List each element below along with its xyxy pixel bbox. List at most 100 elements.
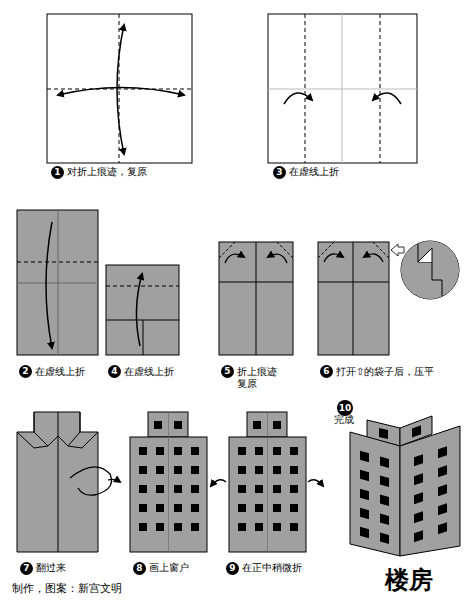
center-crease [267,412,268,552]
step-caption: 在正中稍微折 [242,562,302,574]
window [438,446,447,458]
window [255,504,263,512]
step-9-fold-arrows [211,480,323,486]
finished-building [350,416,460,556]
step-caption: 翻过来 [36,562,66,574]
window [438,484,447,496]
callout-number: 10 [337,400,353,416]
window [255,447,263,455]
callout-number: 7 [20,562,33,575]
window [253,421,261,429]
window [238,485,246,493]
window [379,428,388,439]
step-3-sheet [268,14,417,163]
window [414,511,423,523]
title: 楼房 [385,566,433,594]
window [360,489,369,501]
window [380,513,389,525]
step-4-sheet [106,265,179,355]
window [191,523,199,531]
step-9-building [229,412,306,552]
window [156,485,164,493]
credit-note: 制作，图案：新宫文明 [12,582,122,595]
window [273,447,281,455]
step-2-sheet [17,210,98,355]
callout-number: 5 [221,365,234,378]
window [191,504,199,512]
window [414,473,423,485]
window [380,456,389,468]
window [139,466,147,474]
callout-number: 3 [273,166,286,179]
window [191,485,199,493]
window [412,425,421,437]
step-6-sheet [318,240,460,355]
tower-block [148,412,188,437]
window [438,522,447,534]
callout-number: 4 [108,365,121,378]
window [191,466,199,474]
step-caption: 在虚线上折 [35,366,85,378]
window [156,523,164,531]
step-5-sheet [219,242,293,355]
window [380,532,389,544]
window [360,527,369,539]
center-crease [168,412,169,552]
window [191,447,199,455]
window [290,485,298,493]
window [380,494,389,506]
step-caption: 画上窗户 [149,562,189,574]
window [156,466,164,474]
window [380,475,389,487]
window [238,504,246,512]
window [438,465,447,477]
window [273,466,281,474]
window [273,523,281,531]
window [273,504,281,512]
window [139,523,147,531]
window [273,421,281,429]
window [139,447,147,455]
window [290,504,298,512]
step-caption: 折上痕迹 复原 [237,366,283,390]
step-caption: 在虚线上折 [289,166,339,178]
step-7-sheet [17,412,120,552]
window [238,447,246,455]
callout-number: 9 [226,562,239,575]
window [255,485,263,493]
step-caption: 在虚线上折 [124,366,174,378]
window [174,466,182,474]
window [414,530,423,542]
window [139,485,147,493]
window [414,492,423,504]
window [360,470,369,482]
callout-number: 6 [320,365,333,378]
window [290,466,298,474]
window [154,421,162,429]
step-1-sheet [47,14,192,163]
window [414,454,423,466]
window [238,466,246,474]
step-caption: 完成 [334,414,354,426]
window [156,447,164,455]
window [174,485,182,493]
window [174,421,182,429]
window [255,466,263,474]
window [290,523,298,531]
step-8-building [130,412,207,552]
window [174,447,182,455]
tower-block [247,412,287,437]
window [255,523,263,531]
window [290,447,298,455]
window [273,485,281,493]
step-caption: 对折上痕迹，复原 [67,166,147,178]
window [174,523,182,531]
window [156,504,164,512]
window [174,504,182,512]
callout-number: 2 [19,365,32,378]
callout-number: 8 [133,562,146,575]
window [360,451,369,463]
window [238,523,246,531]
window [360,508,369,520]
